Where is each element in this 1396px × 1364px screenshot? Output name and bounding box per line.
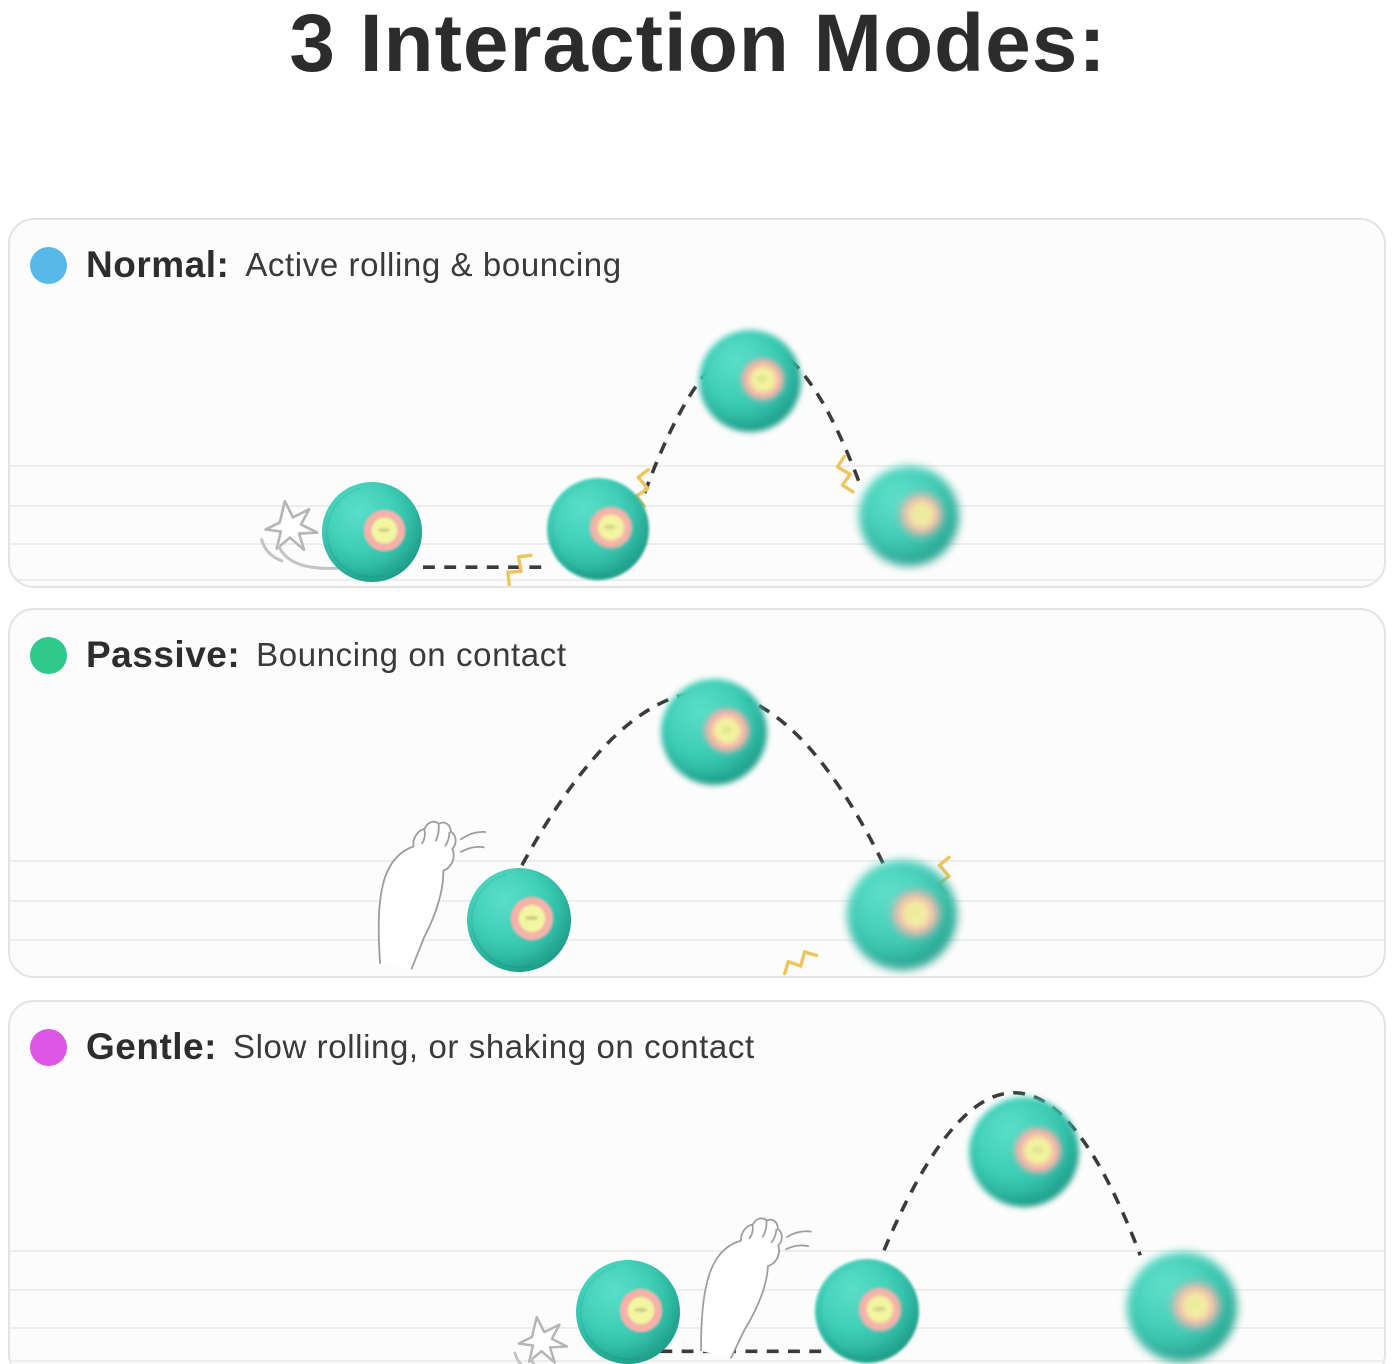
mode-header-gentle: Gentle: Slow rolling, or shaking on cont…: [30, 1026, 755, 1068]
ball-led-eye: [703, 706, 752, 755]
mode-description: Bouncing on contact: [256, 636, 567, 673]
floor-line: [10, 860, 1384, 862]
floor-line: [10, 939, 1384, 941]
floor-line: [10, 579, 1384, 581]
floor-line: [10, 1360, 1384, 1362]
smart-ball: [859, 466, 959, 566]
mode-color-dot-icon: [30, 636, 67, 674]
mode-header-passive: Passive: Bouncing on contact: [30, 634, 567, 676]
ball-led-eye: [1013, 1125, 1063, 1176]
smart-ball: [322, 482, 422, 582]
page-title: 3 Interaction Modes:: [289, 0, 1107, 89]
ball-led-eye: [739, 356, 786, 403]
smart-ball: [847, 860, 957, 970]
ball-led-eye: [362, 508, 407, 553]
floor-line: [10, 465, 1384, 467]
floor-line: [10, 1250, 1384, 1252]
mode-panel-gentle: Gentle: Slow rolling, or shaking on cont…: [8, 1000, 1386, 1364]
mode-panel-passive: Passive: Bouncing on contact: [8, 608, 1386, 978]
mode-description: Active rolling & bouncing: [245, 246, 622, 283]
smart-ball: [467, 868, 571, 972]
mode-label: Passive:: [86, 634, 241, 675]
floor-line: [10, 543, 1384, 545]
smart-ball: [576, 1260, 680, 1364]
ball-led-eye: [587, 504, 634, 551]
mode-header-normal: Normal: Active rolling & bouncing: [30, 244, 622, 286]
mode-panel-normal: Normal: Active rolling & bouncing: [8, 218, 1386, 588]
ball-led-eye: [508, 895, 556, 942]
mode-label: Gentle:: [86, 1026, 217, 1067]
ball-led-eye: [899, 492, 944, 537]
ball-led-eye: [856, 1286, 904, 1333]
ball-led-eye: [617, 1287, 665, 1334]
floor-line: [10, 1327, 1384, 1329]
mode-description: Slow rolling, or shaking on contact: [232, 1028, 755, 1065]
mode-label: Normal:: [86, 244, 230, 285]
mode-color-dot-icon: [30, 246, 67, 284]
smart-ball: [815, 1259, 919, 1363]
ball-led-eye: [891, 888, 941, 939]
ball-led-eye: [1171, 1280, 1221, 1331]
floor-line: [10, 900, 1384, 902]
mode-color-dot-icon: [30, 1028, 67, 1066]
smart-ball: [547, 478, 649, 580]
smart-ball: [661, 679, 767, 785]
floor-line: [10, 505, 1384, 507]
smart-ball: [699, 330, 801, 432]
smart-ball: [969, 1097, 1079, 1207]
cat-paw-icon: [700, 1217, 812, 1360]
floor-line: [10, 1289, 1384, 1291]
cat-paw-icon: [377, 820, 487, 970]
smart-ball: [1127, 1252, 1237, 1362]
